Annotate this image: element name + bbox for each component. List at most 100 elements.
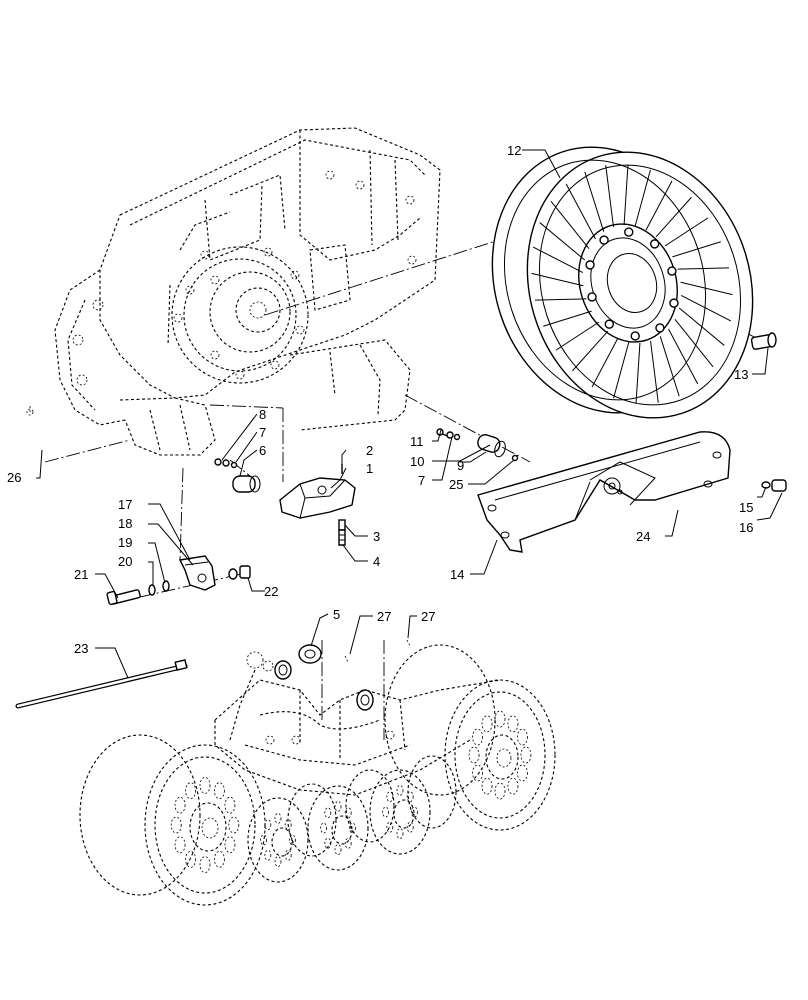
wheel-spoke — [680, 294, 732, 322]
callout-labels: 12 13 11 10 9 7 25 15 16 24 14 8 7 6 2 1… — [7, 143, 753, 656]
callout-9: 9 — [457, 458, 464, 473]
wheel-spoke — [668, 328, 699, 385]
roller-slot — [481, 777, 493, 795]
callout-7-left: 7 — [259, 425, 266, 440]
wheel-spoke — [531, 272, 584, 287]
wheel-bolt — [585, 260, 595, 270]
callout-19: 19 — [118, 535, 132, 550]
callout-21: 21 — [74, 567, 88, 582]
roller-slot — [260, 834, 268, 846]
callout-2: 2 — [366, 443, 373, 458]
wheel-spoke — [655, 196, 692, 238]
wheel-spoke — [613, 341, 630, 399]
roller-slot — [396, 785, 404, 796]
roller-slot — [507, 715, 519, 733]
roller-slot — [468, 746, 480, 764]
wheel-spoke — [634, 169, 651, 227]
callout-17: 17 — [118, 497, 132, 512]
roller-slot — [472, 728, 483, 746]
wheel-spoke — [650, 341, 659, 403]
roller-slot — [199, 777, 211, 794]
callout-13: 13 — [734, 367, 748, 382]
roller-slot — [213, 850, 225, 868]
wheel-pin — [750, 332, 777, 350]
callout-20: 20 — [118, 554, 132, 569]
wheel-spoke — [664, 217, 709, 247]
roller-slot — [264, 819, 272, 831]
wheel-spoke — [565, 183, 596, 240]
wheel-bolt — [649, 239, 660, 249]
wheel-spoke — [677, 267, 730, 270]
roller-slot — [324, 837, 332, 849]
callout-6: 6 — [259, 443, 266, 458]
callout-23: 23 — [74, 641, 88, 656]
callout-26: 26 — [7, 470, 21, 485]
roller-slot — [199, 856, 211, 873]
roller-slot — [517, 728, 528, 746]
roller-slot — [274, 813, 282, 824]
wheel-spoke — [591, 337, 619, 388]
roller-slot — [185, 850, 197, 868]
roller-slot — [174, 836, 186, 854]
callout-10: 10 — [410, 454, 424, 469]
wheel-bolt — [587, 292, 597, 302]
wheel-spoke — [572, 330, 609, 372]
wheel-spoke — [555, 321, 600, 351]
callout-5: 5 — [333, 607, 340, 622]
roller-slot — [228, 816, 240, 834]
pivot-bracket — [279, 464, 356, 546]
wheel-spoke — [672, 241, 721, 258]
pivot-washers — [246, 639, 411, 711]
roller-slot — [274, 856, 282, 867]
roller-slot — [406, 791, 414, 803]
clevis-bracket-assembly — [106, 555, 251, 606]
wheel-bolt — [624, 227, 634, 237]
roller-slot — [410, 806, 418, 818]
callout-16: 16 — [739, 520, 753, 535]
roller-slot — [284, 819, 292, 831]
roller-slot — [507, 777, 519, 795]
leader-lines — [36, 149, 783, 679]
roller-slot — [185, 782, 197, 800]
callout-14: 14 — [450, 567, 464, 582]
roller-slots — [170, 710, 532, 873]
roller-slot — [472, 764, 483, 782]
roller-slot — [386, 791, 394, 803]
callout-15: 15 — [739, 500, 753, 515]
callout-1: 1 — [366, 461, 373, 476]
wheel-bolt — [667, 266, 677, 276]
scraper-plate — [477, 431, 731, 553]
roller-slot — [406, 821, 414, 833]
roller-slot — [334, 801, 342, 812]
roller-slot — [517, 764, 528, 782]
callout-8: 8 — [259, 407, 266, 422]
wheel-spoke — [678, 307, 725, 346]
wheel-bolt — [669, 298, 679, 308]
roller-slot — [224, 836, 236, 854]
roller-slot — [382, 806, 390, 818]
callout-27-right: 27 — [421, 609, 435, 624]
wheel-bolts — [585, 227, 679, 341]
roller-slot — [320, 822, 328, 834]
callout-3: 3 — [373, 529, 380, 544]
wheel-spoke — [534, 298, 587, 301]
wheel-spoke — [550, 200, 590, 249]
roller-slot — [344, 837, 352, 849]
roller-slot — [213, 782, 225, 800]
track-undercarriage — [79, 644, 556, 906]
roller-slot — [520, 746, 532, 764]
roller-slot — [481, 715, 493, 733]
final-drive-housing — [26, 127, 441, 456]
roller-slot — [324, 807, 332, 819]
wheel-bolt — [655, 323, 665, 333]
wheel-bolt — [630, 331, 640, 341]
wheel-bolt — [599, 235, 609, 245]
roller-slot — [174, 796, 186, 814]
roller-slot — [494, 782, 506, 800]
wheel-spoke — [539, 222, 586, 261]
wheel-spoke — [532, 246, 584, 274]
wheel-bolt — [604, 319, 615, 329]
roller-slot — [396, 828, 404, 839]
wheel-spoke — [645, 180, 673, 231]
